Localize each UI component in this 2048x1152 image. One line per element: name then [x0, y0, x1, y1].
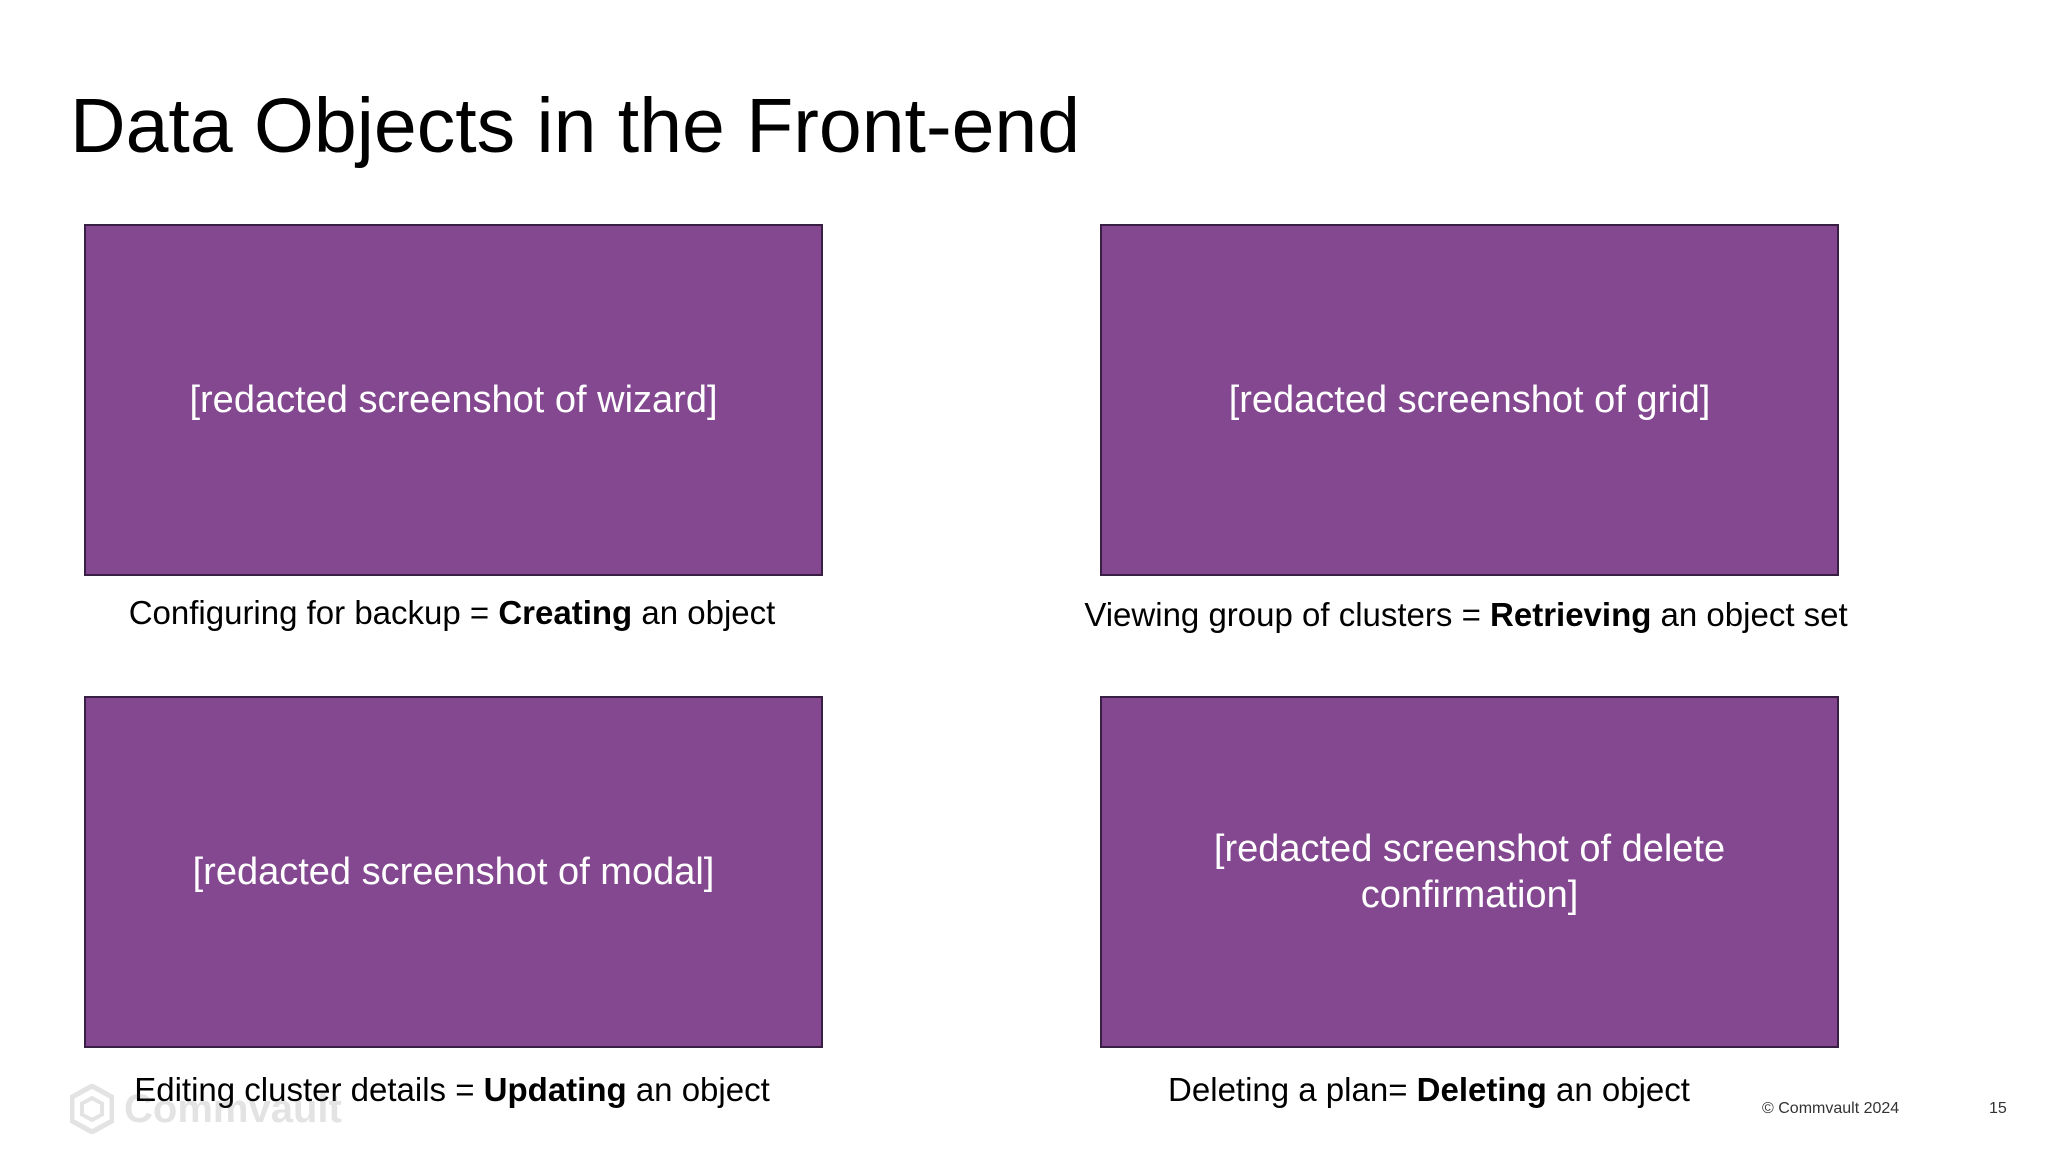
- caption-retrieve: Viewing group of clusters = Retrieving a…: [1084, 595, 1847, 635]
- caption-prefix: Editing cluster details =: [134, 1071, 484, 1108]
- delete-confirmation-screenshot-placeholder: [redacted screenshot of delete confirmat…: [1100, 696, 1839, 1048]
- logo-wordmark: Commvault: [124, 1087, 342, 1131]
- caption-create: Configuring for backup = Creating an obj…: [129, 593, 776, 633]
- caption-prefix: Viewing group of clusters =: [1084, 596, 1491, 633]
- caption-operation: Creating: [498, 594, 633, 631]
- caption-operation: Updating: [483, 1071, 627, 1108]
- grid-screenshot-placeholder: [redacted screenshot of grid]: [1100, 224, 1839, 576]
- commvault-logo: Commvault: [70, 1084, 342, 1134]
- panel-label: [redacted screenshot of modal]: [192, 851, 715, 893]
- caption-update: Editing cluster details = Updating an ob…: [134, 1070, 770, 1110]
- caption-suffix: an object: [632, 594, 776, 631]
- copyright-notice: © Commvault 2024: [1762, 1100, 1900, 1117]
- caption-prefix: Configuring for backup =: [128, 594, 499, 631]
- panel-label: [redacted screenshot of delete confirmat…: [1213, 828, 1726, 916]
- hexagon-logo-icon: [70, 1084, 114, 1134]
- panel-label: [redacted screenshot of wizard]: [189, 379, 718, 421]
- page-number: 15: [1989, 1100, 2007, 1117]
- wizard-screenshot-placeholder: [redacted screenshot of wizard]: [84, 224, 823, 576]
- caption-suffix: an object: [626, 1071, 770, 1108]
- caption-operation: Retrieving: [1490, 596, 1652, 633]
- modal-screenshot-placeholder: [redacted screenshot of modal]: [84, 696, 823, 1048]
- caption-delete: Deleting a plan= Deleting an object: [1168, 1070, 1690, 1110]
- caption-operation: Deleting: [1416, 1071, 1547, 1108]
- caption-suffix: an object: [1546, 1071, 1690, 1108]
- caption-suffix: an object set: [1651, 596, 1848, 633]
- panel-label: [redacted screenshot of grid]: [1228, 379, 1711, 421]
- slide-title: Data Objects in the Front-end: [70, 83, 1081, 169]
- caption-prefix: Deleting a plan=: [1168, 1071, 1417, 1108]
